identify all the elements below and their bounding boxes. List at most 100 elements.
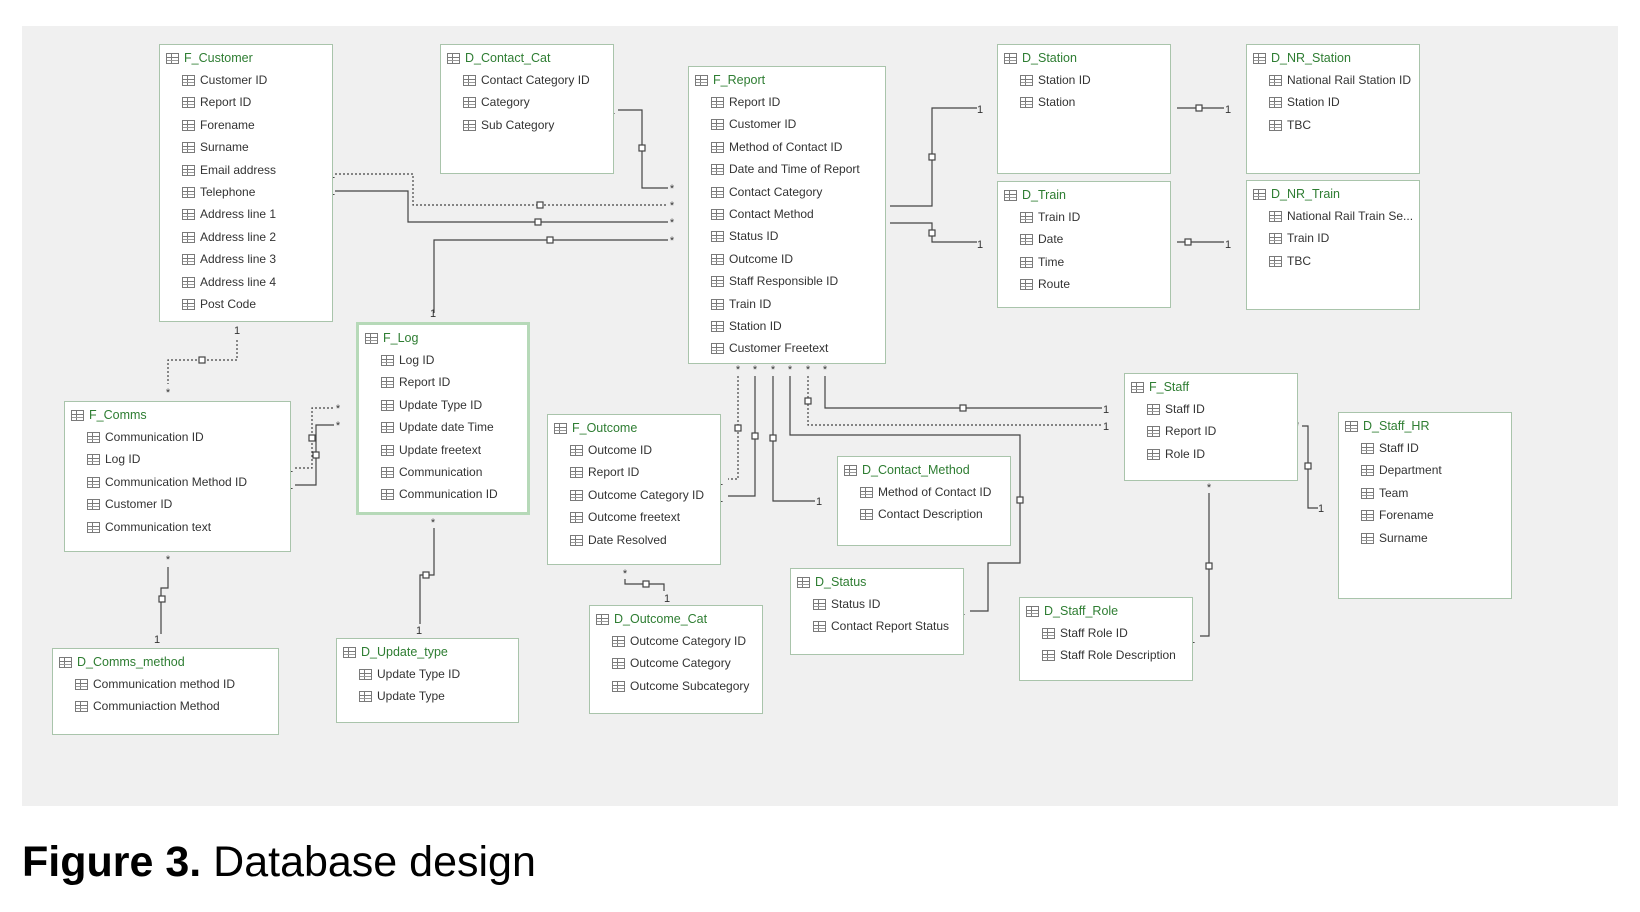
field-row[interactable]: Team: [1339, 484, 1511, 506]
field-row[interactable]: Route: [998, 275, 1170, 297]
field-row[interactable]: Department: [1339, 461, 1511, 483]
field-row[interactable]: Telephone: [160, 183, 332, 205]
field-row[interactable]: Outcome Subcategory: [590, 677, 762, 699]
field-row[interactable]: Report ID: [548, 463, 720, 485]
table-header[interactable]: D_Contact_Cat: [441, 49, 613, 71]
table-header[interactable]: D_Update_type: [337, 643, 518, 665]
field-row[interactable]: Communication Method ID: [65, 473, 290, 495]
field-row[interactable]: Station ID: [1247, 93, 1419, 115]
table-header[interactable]: D_Staff_HR: [1339, 417, 1511, 439]
field-row[interactable]: Train ID: [998, 208, 1170, 230]
relationship-line[interactable]: [728, 376, 756, 497]
table-header[interactable]: D_Station: [998, 49, 1170, 71]
field-row[interactable]: Customer ID: [689, 115, 885, 137]
field-row[interactable]: Update Type ID: [359, 396, 527, 418]
field-row[interactable]: Staff Responsible ID: [689, 272, 885, 294]
relationship-line[interactable]: [433, 239, 668, 313]
field-row[interactable]: Communication: [359, 463, 527, 485]
field-row[interactable]: National Rail Station ID: [1247, 71, 1419, 93]
field-row[interactable]: National Rail Train Se...: [1247, 207, 1419, 229]
table-header[interactable]: D_NR_Station: [1247, 49, 1419, 71]
field-row[interactable]: Outcome ID: [689, 250, 885, 272]
field-row[interactable]: Station ID: [689, 317, 885, 339]
field-row[interactable]: Date: [998, 230, 1170, 252]
field-row[interactable]: Update Type: [337, 687, 518, 709]
relationship-line[interactable]: [807, 376, 1102, 426]
relationship-line[interactable]: [335, 190, 668, 223]
field-row[interactable]: Time: [998, 253, 1170, 275]
field-row[interactable]: Date Resolved: [548, 531, 720, 553]
field-row[interactable]: Station: [998, 93, 1170, 115]
table-header[interactable]: F_Report: [689, 71, 885, 93]
table-header[interactable]: D_Staff_Role: [1020, 602, 1192, 624]
table-header[interactable]: D_Train: [998, 186, 1170, 208]
field-row[interactable]: Update Type ID: [337, 665, 518, 687]
field-row[interactable]: Status ID: [791, 595, 963, 617]
field-row[interactable]: Report ID: [359, 373, 527, 395]
table-header[interactable]: D_Status: [791, 573, 963, 595]
field-row[interactable]: Station ID: [998, 71, 1170, 93]
relationship-line[interactable]: [772, 376, 815, 502]
field-row[interactable]: Contact Category ID: [441, 71, 613, 93]
table-header[interactable]: F_Outcome: [548, 419, 720, 441]
table-header[interactable]: D_Contact_Method: [838, 461, 1010, 483]
field-row[interactable]: Contact Report Status: [791, 617, 963, 639]
field-row[interactable]: Outcome freetext: [548, 508, 720, 530]
field-row[interactable]: Staff Role Description: [1020, 646, 1192, 668]
table-header[interactable]: F_Log: [359, 329, 527, 351]
field-row[interactable]: Staff ID: [1339, 439, 1511, 461]
relationship-line[interactable]: [295, 407, 334, 469]
field-row[interactable]: Customer ID: [160, 71, 332, 93]
field-row[interactable]: Communiaction Method: [53, 697, 278, 719]
field-row[interactable]: Communication ID: [359, 485, 527, 507]
field-row[interactable]: Contact Category: [689, 183, 885, 205]
field-row[interactable]: Surname: [1339, 529, 1511, 551]
field-row[interactable]: Outcome Category: [590, 654, 762, 676]
table-header[interactable]: D_Outcome_Cat: [590, 610, 762, 632]
relationship-line[interactable]: [335, 173, 668, 206]
field-row[interactable]: Outcome ID: [548, 441, 720, 463]
field-row[interactable]: Customer ID: [65, 495, 290, 517]
field-row[interactable]: Staff Role ID: [1020, 624, 1192, 646]
field-row[interactable]: Address line 4: [160, 273, 332, 295]
field-row[interactable]: Surname: [160, 138, 332, 160]
field-row[interactable]: TBC: [1247, 252, 1419, 274]
field-row[interactable]: Method of Contact ID: [689, 138, 885, 160]
relationship-line[interactable]: [1200, 493, 1210, 637]
field-row[interactable]: Contact Description: [838, 505, 1010, 527]
field-row[interactable]: Communication method ID: [53, 675, 278, 697]
field-row[interactable]: Category: [441, 93, 613, 115]
table-header[interactable]: D_NR_Train: [1247, 185, 1419, 207]
table-header[interactable]: F_Staff: [1125, 378, 1297, 400]
field-row[interactable]: Post Code: [160, 295, 332, 317]
field-row[interactable]: Forename: [160, 116, 332, 138]
field-row[interactable]: Address line 3: [160, 250, 332, 272]
field-row[interactable]: Log ID: [65, 450, 290, 472]
table-header[interactable]: F_Customer: [160, 49, 332, 71]
field-row[interactable]: Outcome Category ID: [590, 632, 762, 654]
field-row[interactable]: Report ID: [1125, 422, 1297, 444]
relationship-line[interactable]: [728, 376, 739, 480]
field-row[interactable]: Outcome Category ID: [548, 486, 720, 508]
field-row[interactable]: Address line 2: [160, 228, 332, 250]
field-row[interactable]: Sub Category: [441, 116, 613, 138]
field-row[interactable]: Contact Method: [689, 205, 885, 227]
relationship-line[interactable]: [789, 376, 1021, 612]
